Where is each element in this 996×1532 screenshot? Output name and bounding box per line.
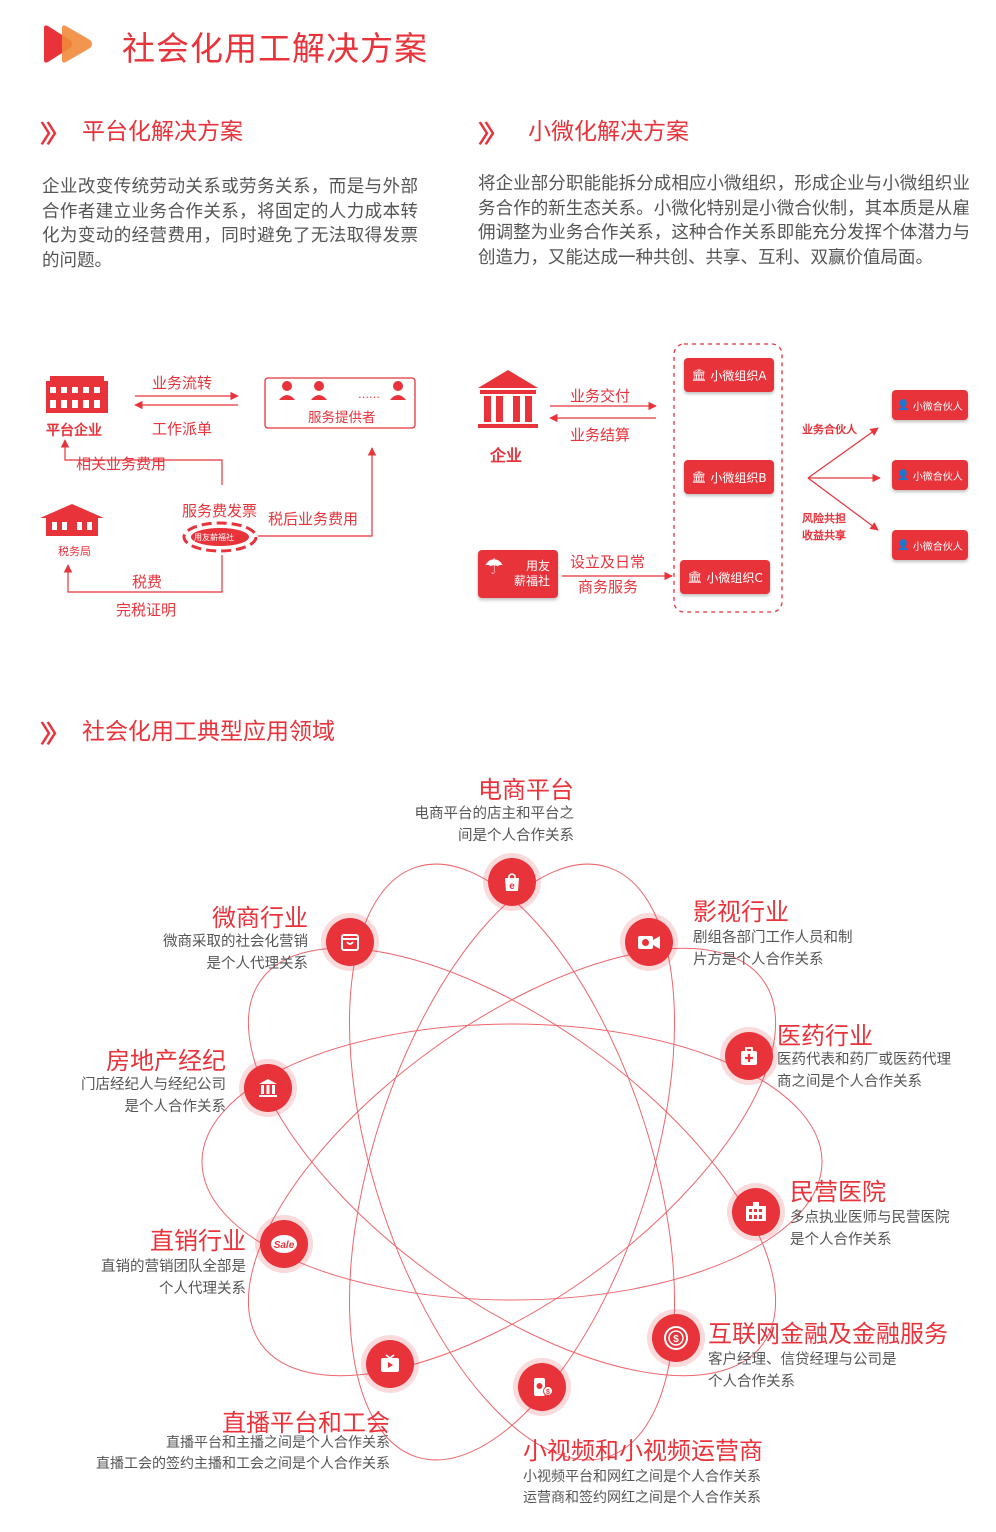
shopping-bag-icon: e [488, 858, 536, 906]
node-hospital-desc: 多点执业医师与民营医院 是个人合作关系 [790, 1210, 950, 1248]
micro-enterprise-label: 企业 [490, 446, 523, 465]
provider-label: 服务提供者 [308, 410, 376, 426]
certificate-label: 完税证明 [116, 601, 177, 619]
person-icon [279, 381, 406, 400]
node-finance-desc: 客户经理、信贷经理与公司是 个人合作关系 [708, 1352, 897, 1390]
sale-tag-icon: Sale [260, 1220, 308, 1268]
service-label: 商务服务 [578, 578, 639, 596]
applications-section-title: 社会化用工典型应用领域 [82, 719, 335, 745]
micro-partner-1: 👤 小微合伙人 [892, 390, 968, 420]
after-tax-fee-label: 税后业务费用 [268, 510, 359, 528]
node-ecommerce-desc: 电商平台的店主和平台之 间是个人合作关系 [414, 806, 575, 844]
svg-text:e: e [509, 881, 515, 892]
user-icon: 👤 [897, 399, 910, 411]
enterprise-columns-icon [478, 370, 538, 428]
node-finance-title: 互联网金融及金融服务 [708, 1320, 948, 1348]
node-realestate-title: 房地产经纪 [106, 1047, 226, 1075]
yonyou-box: ☂ 用友 薪福社 [478, 550, 558, 598]
page-title: 社会化用工解决方案 [122, 29, 428, 68]
enterprise-building-icon [46, 376, 108, 413]
phone-dollar-icon: $ [518, 1363, 566, 1411]
svg-text:$: $ [546, 1389, 550, 1396]
micro-description: 将企业部分职能能拆分成相应小微组织，形成企业与小微组织业务合作的新生态关系。小微… [478, 174, 970, 268]
platform-diagram [40, 376, 416, 593]
flow-label: 业务流转 [152, 374, 213, 392]
svg-text:Sale: Sale [274, 1240, 295, 1251]
user-icon: 👤 [897, 539, 910, 551]
node-hospital-title: 民营医院 [790, 1178, 886, 1206]
node-direct-desc: 直销的营销团队全部是 个人代理关系 [101, 1259, 246, 1297]
node-shortvideo-title: 小视频和小视频运营商 [523, 1437, 763, 1465]
platform-description: 企业改变传统劳动关系或劳务关系，而是与外部合作者建立业务合作关系，将固定的人力成… [42, 177, 418, 271]
chevron-right-icon: 〉〉 [40, 720, 70, 748]
micro-partner-2: 👤 小微合伙人 [892, 460, 968, 490]
user-icon: 👤 [897, 469, 910, 481]
node-film-title: 影视行业 [693, 898, 789, 926]
micro-org-a: 🏛 小微组织A [684, 358, 774, 392]
chevron-right-icon: 〉〉 [478, 120, 508, 148]
tax-label: 税费 [132, 573, 163, 591]
settle-label: 业务结算 [570, 426, 631, 444]
deliver-label: 业务交付 [570, 387, 631, 405]
platform-section-title: 平台化解决方案 [82, 119, 243, 145]
yonyou-seal-icon [182, 521, 258, 553]
medical-bag-icon [725, 1032, 773, 1080]
partner-fan-label: 业务合伙人 [802, 423, 857, 436]
dispatch-label: 工作派单 [152, 420, 213, 438]
bank-icon: 🏛 [691, 368, 707, 382]
micro-partner-3: 👤 小微合伙人 [892, 530, 968, 560]
profit-label: 收益共享 [802, 529, 846, 542]
node-pharma-desc: 医药代表和药厂或医药代理 商之间是个人合作关系 [777, 1052, 951, 1090]
node-realestate-desc: 门店经纪人与经纪公司 是个人合作关系 [81, 1077, 226, 1115]
node-wechat-desc: 微商采取的社会化营销 是个人代理关系 [163, 934, 308, 972]
node-direct-title: 直销行业 [150, 1227, 246, 1255]
chevron-right-icon: 〉〉 [40, 120, 70, 148]
related-fee-label: 相关业务费用 [76, 455, 167, 473]
hospital-icon [732, 1188, 780, 1236]
dots-label: …… [358, 388, 380, 401]
svg-text:$: $ [673, 1334, 679, 1345]
umbrella-icon: ☂ [484, 555, 504, 580]
micro-section-title: 小微化解决方案 [528, 119, 689, 145]
risk-label: 风险共担 [802, 512, 846, 525]
bank-icon: 🏛 [687, 570, 703, 584]
tv-play-icon [366, 1340, 414, 1388]
micro-org-b: 🏛 小微组织B [684, 460, 774, 494]
setup-label: 设立及日常 [570, 553, 646, 571]
micro-org-c: 🏛 小微组织C [680, 560, 770, 594]
tax-bureau-label: 税务局 [58, 545, 91, 558]
bank-icon: 🏛 [691, 470, 707, 484]
node-pharma-title: 医药行业 [777, 1022, 873, 1050]
node-film-desc: 剧组各部门工作人员和制 片方是个人合作关系 [693, 930, 853, 968]
shop-icon [326, 918, 374, 966]
micro-diagram [478, 343, 881, 613]
node-wechat-title: 微商行业 [212, 904, 308, 932]
node-shortvideo-desc: 小视频平台和网红之间是个人合作关系 运营商和签约网红之间是个人合作关系 [523, 1469, 761, 1506]
seal-label: 用友薪福社 [194, 533, 234, 542]
node-live-title: 直播平台和工会 [222, 1409, 390, 1437]
node-live-desc: 直播平台和主播之间是个人合作关系 直播工会的签约主播和工会之间是个人合作关系 [96, 1435, 390, 1472]
orbit-lines [201, 863, 823, 1461]
coin-icon: $ [652, 1314, 700, 1362]
brand-logo-icon [44, 25, 92, 63]
building-columns-icon [244, 1064, 292, 1112]
video-camera-icon [625, 918, 673, 966]
node-ecommerce-title: 电商平台 [478, 776, 574, 804]
tax-bureau-icon [40, 504, 104, 536]
invoice-label: 服务费发票 [182, 502, 258, 520]
platform-enterprise-label: 平台企业 [46, 423, 102, 439]
